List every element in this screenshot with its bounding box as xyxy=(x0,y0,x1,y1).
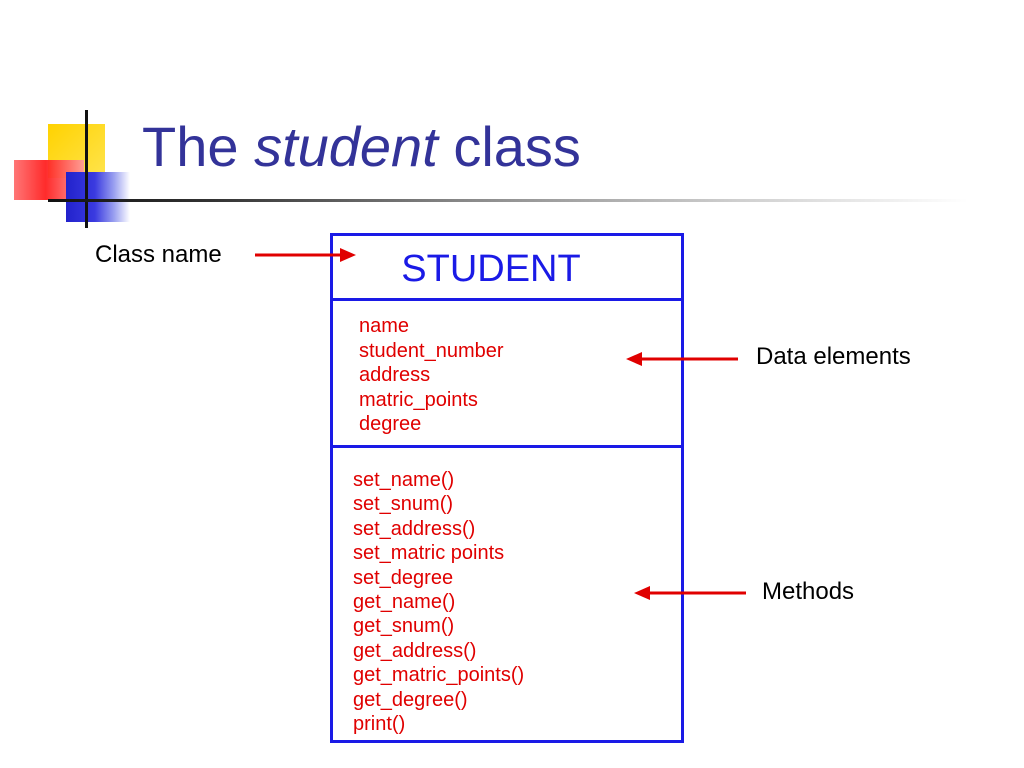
title-part-3: class xyxy=(437,115,581,178)
class-name-label: Class name xyxy=(95,241,222,268)
method-item: set_matric points xyxy=(353,542,505,565)
title-underline xyxy=(48,199,968,202)
logo-vertical-line xyxy=(85,110,88,228)
method-item: set_degree xyxy=(353,566,454,589)
method-item: get_address() xyxy=(353,639,477,662)
methods-label: Methods xyxy=(762,578,855,605)
method-item: set_name() xyxy=(353,469,455,491)
attribute-item: student_number xyxy=(359,339,504,362)
title-part-1: The xyxy=(142,115,255,178)
class-name: STUDENT xyxy=(401,248,581,290)
method-item: set_snum() xyxy=(353,493,454,516)
title-emphasis: student xyxy=(254,115,438,178)
slide-title: The student class xyxy=(142,112,581,182)
method-item: set_address() xyxy=(353,517,476,540)
data-elements-label: Data elements xyxy=(756,343,911,370)
method-item: get_name() xyxy=(353,591,456,614)
attribute-item: name xyxy=(359,315,410,337)
method-item: get_degree() xyxy=(353,688,468,711)
method-item: get_snum() xyxy=(353,615,455,638)
attributes-methods-divider xyxy=(333,445,681,448)
logo-blue-square xyxy=(66,172,130,222)
attribute-item: matric_points xyxy=(359,388,478,411)
name-attributes-divider xyxy=(333,298,681,301)
method-list: set_name()set_snum()set_address()set_mat… xyxy=(353,468,524,736)
method-item: get_matric_points() xyxy=(353,664,525,687)
attribute-item: degree xyxy=(359,413,422,435)
method-item: print() xyxy=(353,713,406,736)
attribute-item: address xyxy=(359,364,431,386)
